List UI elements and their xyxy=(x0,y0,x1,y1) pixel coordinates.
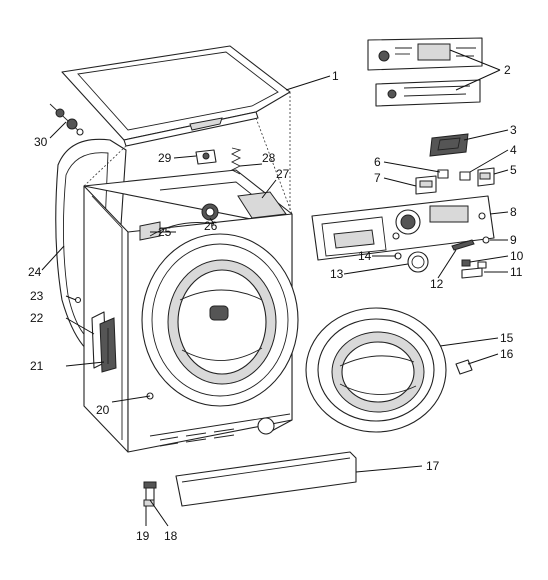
bracket-25 xyxy=(139,221,215,241)
drum-bearing-26 xyxy=(201,203,219,221)
door-assembly-15 xyxy=(305,307,447,433)
foot-18 xyxy=(143,481,157,501)
callout-6: 6 xyxy=(374,155,381,169)
callout-9: 9 xyxy=(510,233,517,247)
cabinet-body xyxy=(83,169,299,453)
callout-15: 15 xyxy=(500,331,514,345)
control-panel-8 xyxy=(311,195,495,261)
callout-23: 23 xyxy=(30,289,44,303)
selector-knob-13 xyxy=(407,251,429,273)
callout-13: 13 xyxy=(330,267,344,281)
spring-28 xyxy=(230,147,242,175)
callout-30: 30 xyxy=(34,135,48,149)
callout-4: 4 xyxy=(510,143,517,157)
callout-11: 11 xyxy=(510,265,523,279)
callout-3: 3 xyxy=(510,123,517,137)
callout-16: 16 xyxy=(500,347,514,361)
callout-18: 18 xyxy=(164,529,178,543)
callout-20: 20 xyxy=(96,403,110,417)
display-module-3 xyxy=(429,133,469,157)
callout-5: 5 xyxy=(510,163,517,177)
callout-labels: 1 2 3 4 5 6 7 8 9 10 11 12 13 14 15 16 1… xyxy=(28,63,524,543)
kickplate-17 xyxy=(175,451,357,507)
callout-1: 1 xyxy=(332,69,339,83)
callout-24: 24 xyxy=(28,265,42,279)
hinge-21 xyxy=(99,317,117,373)
foot-nut-19 xyxy=(143,499,155,507)
rear-frame-27 xyxy=(237,191,287,219)
callout-8: 8 xyxy=(510,205,517,219)
button-pair-11 xyxy=(461,261,487,279)
callout-26: 26 xyxy=(204,219,218,233)
callout-14: 14 xyxy=(358,249,372,263)
switch-bracket-5 xyxy=(477,167,495,187)
panel-screw-9 xyxy=(482,236,490,244)
callout-10: 10 xyxy=(510,249,524,263)
top-panel-1 xyxy=(61,45,291,147)
door-hook-16 xyxy=(455,359,473,375)
callout-19: 19 xyxy=(136,529,150,543)
callout-2: 2 xyxy=(504,63,511,77)
small-button-6 xyxy=(437,169,449,179)
callout-12: 12 xyxy=(430,277,444,291)
leader-lines xyxy=(41,49,509,527)
callout-25: 25 xyxy=(158,225,172,239)
switch-holder-7 xyxy=(415,175,437,195)
clip-29 xyxy=(195,149,217,165)
callout-22: 22 xyxy=(30,311,44,325)
side-screw-23 xyxy=(74,296,82,304)
small-button-4 xyxy=(459,171,471,181)
callout-17: 17 xyxy=(426,459,440,473)
callout-29: 29 xyxy=(158,151,172,165)
button-small-10 xyxy=(461,259,471,267)
control-pcbs-2 xyxy=(367,37,483,107)
callout-28: 28 xyxy=(262,151,276,165)
callout-7: 7 xyxy=(374,171,381,185)
light-guide-12 xyxy=(451,239,475,251)
callout-27: 27 xyxy=(276,167,290,181)
callout-21: 21 xyxy=(30,359,44,373)
hose-connector-30 xyxy=(49,103,84,136)
